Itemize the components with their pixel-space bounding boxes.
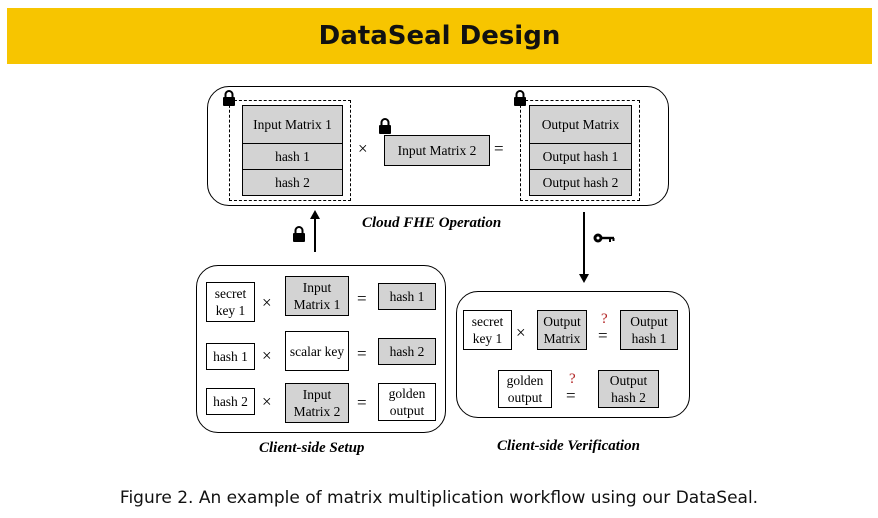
lock-icon <box>378 118 392 134</box>
verify-secret-key-1-text: secret key 1 <box>471 314 504 346</box>
setup-scalar-key-text: scalar key <box>289 343 345 359</box>
verify-golden-output-box: golden output <box>498 370 552 408</box>
verify-output-matrix-box: Output Matrix <box>537 310 587 350</box>
verify-output-hash-1-text: Output hash 1 <box>630 314 668 346</box>
lock-icon <box>292 226 306 242</box>
hash-2-text: hash 2 <box>275 175 310 190</box>
setup-input-matrix-2-box: Input Matrix 2 <box>285 383 349 423</box>
verify-question-2: ? <box>569 371 576 387</box>
input-matrix-1-text: Input Matrix 1 <box>253 117 332 132</box>
verify-question-1: ? <box>601 311 608 327</box>
setup-scalar-key-box: scalar key <box>285 331 349 371</box>
output-group-frame <box>520 100 640 201</box>
output-hash-2-text: Output hash 2 <box>542 175 619 190</box>
setup-hash-1-box: hash 1 <box>378 283 436 310</box>
arrow-up-icon <box>310 210 320 252</box>
lock-icon <box>222 90 236 106</box>
setup-input-matrix-2-text: Input Matrix 2 <box>293 387 341 419</box>
setup-hash-2-input-text: hash 2 <box>213 394 248 409</box>
setup-hash-1-text: hash 1 <box>389 289 425 304</box>
verify-times: × <box>516 323 526 342</box>
setup-hash-1-input-text: hash 1 <box>213 349 248 364</box>
hash-1-box: hash 1 <box>242 143 343 170</box>
input-group-frame <box>229 100 351 201</box>
input-matrix-1-box: Input Matrix 1 <box>242 105 343 144</box>
setup-input-matrix-1-text: Input Matrix 1 <box>293 280 341 312</box>
setup-equals-1: = <box>357 289 367 308</box>
verify-equals-2: = <box>566 386 576 405</box>
output-hash-1-box: Output hash 1 <box>529 143 632 170</box>
output-hash-1-text: Output hash 1 <box>542 149 619 164</box>
times-sign: × <box>358 139 368 158</box>
setup-times-2: × <box>262 346 272 365</box>
figure-caption: Figure 2. An example of matrix multiplic… <box>119 488 759 508</box>
setup-hash-1-input-box: hash 1 <box>206 343 255 370</box>
verification-label: Client-side Verification <box>497 438 640 454</box>
output-matrix-box: Output Matrix <box>529 105 632 144</box>
verify-output-hash-1-box: Output hash 1 <box>620 310 678 350</box>
setup-label: Client-side Setup <box>259 440 365 456</box>
input-matrix-2-text: Input Matrix 2 <box>397 143 477 158</box>
banner-title: DataSeal Design <box>318 21 561 51</box>
setup-hash-2-text: hash 2 <box>389 344 425 359</box>
title-banner: DataSeal Design <box>7 8 872 64</box>
lock-icon <box>513 90 527 106</box>
verify-output-matrix-text: Output Matrix <box>543 314 581 346</box>
setup-equals-3: = <box>357 393 367 412</box>
key-icon <box>593 233 615 243</box>
hash-1-text: hash 1 <box>275 149 310 164</box>
verify-secret-key-1-box: secret key 1 <box>463 310 512 350</box>
setup-hash-2-input-box: hash 2 <box>206 388 255 415</box>
arrow-down-icon <box>579 212 589 283</box>
output-matrix-text: Output Matrix <box>541 117 620 132</box>
verify-golden-output-text: golden output <box>506 373 544 405</box>
setup-hash-2-box: hash 2 <box>378 338 436 365</box>
setup-times-3: × <box>262 392 272 411</box>
setup-times-1: × <box>262 293 272 312</box>
verify-output-hash-2-box: Output hash 2 <box>598 370 659 408</box>
verify-equals-1: = <box>598 326 608 345</box>
hash-2-box: hash 2 <box>242 169 343 196</box>
cloud-label: Cloud FHE Operation <box>362 215 502 231</box>
verify-output-hash-2-text: Output hash 2 <box>609 373 648 405</box>
setup-golden-output-text: golden output <box>388 386 426 418</box>
setup-input-matrix-1-box: Input Matrix 1 <box>285 276 349 316</box>
setup-golden-output-box: golden output <box>378 383 436 421</box>
setup-secret-key-1-box: secret key 1 <box>206 282 255 322</box>
equals-sign: = <box>494 139 504 158</box>
output-hash-2-box: Output hash 2 <box>529 169 632 196</box>
setup-equals-2: = <box>357 344 367 363</box>
setup-secret-key-1-text: secret key 1 <box>214 286 247 318</box>
input-matrix-2-box: Input Matrix 2 <box>384 135 490 166</box>
